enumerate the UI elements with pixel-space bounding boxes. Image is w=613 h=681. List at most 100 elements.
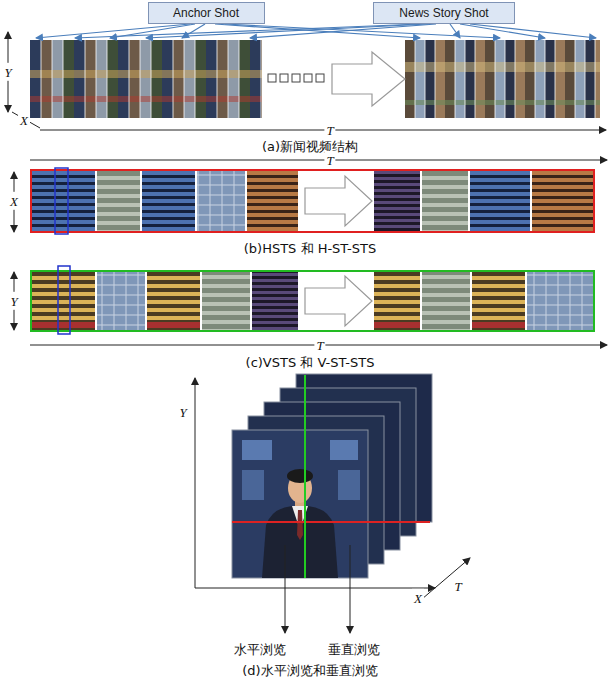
axes-c [14,272,607,345]
hsts-strip-part [97,171,140,231]
vsts-strip-part [422,272,470,330]
frame-strip [30,40,600,118]
frame-stack-part [242,440,272,460]
vsts-strip-part [374,272,420,330]
axis-label: T [316,338,323,353]
axis-label: Y [10,294,17,309]
frame-strip-part [332,52,405,106]
caption-box: (d)水平浏览和垂直浏览 [240,661,379,680]
axis-label-box: X [8,192,20,210]
hsts-strip-part [532,171,593,231]
hsts-strip-part [197,171,245,231]
axis-label-box: T [324,151,335,169]
axis-label-box: T [314,336,325,354]
axes-d [195,378,470,633]
hsts-strip-part [55,168,68,234]
shot-arrows-part [450,24,460,38]
hsts-strip-part [247,171,298,231]
axes-d-part [195,378,196,588]
hsts-strip [31,168,594,234]
vsts-strip-part [472,322,525,328]
frame-stack-part [330,440,358,460]
shot-title: Anchor Shot [173,6,239,20]
frame-stack-part [338,470,360,500]
caption: (d)水平浏览和垂直浏览 [242,663,377,678]
frame-strip-part [405,40,600,118]
caption-box: (c)VSTS 和 V-ST-STS [244,353,377,372]
browse-label-box: 垂直浏览 [326,640,382,659]
hsts-strip-part [32,171,95,231]
axis-label: T [326,153,333,168]
axis-label-box: X [18,111,30,129]
vsts-strip-part [527,272,593,330]
caption-box: (a)新闻视频结构 [260,137,360,156]
frame-strip-part [268,74,276,82]
hsts-strip-part [305,176,372,226]
frame-stack [232,374,432,578]
vsts-strip-part [305,276,372,326]
shot-title: News Story Shot [399,6,488,20]
browse-label-box: 水平浏览 [232,640,288,659]
shot-arrows-part [75,24,420,38]
axes-a-part [12,112,40,128]
frame-stack-part [304,375,306,578]
axis-label: Y [4,65,11,80]
vsts-strip-part [252,272,298,330]
caption-box: (b)HSTS 和 H-ST-STS [242,239,378,258]
frame-strip-part [292,74,300,82]
vsts-strip-part [58,266,70,334]
axis-label: Y [179,405,186,420]
caption: (b)HSTS 和 H-ST-STS [244,241,376,256]
browse-label: 水平浏览 [234,642,286,657]
shot-arrows [36,24,596,38]
browse-label: 垂直浏览 [328,642,380,657]
frame-strip-part [30,40,262,118]
vsts-strip-part [32,322,95,328]
frame-stack-part [262,506,338,578]
axes-d-part [285,545,286,633]
axes-a-part [40,130,606,131]
shot-arrows-part [146,24,428,38]
axis-label: X [10,194,18,209]
frame-stack-part [232,430,368,578]
axes-d-part [195,588,435,589]
axis-label-box: Y [2,63,13,81]
vsts-strip [31,266,594,334]
vsts-strip-part [374,322,420,328]
hsts-strip-part [142,171,195,231]
vsts-strip-part [147,272,200,330]
axes-b-part [30,160,607,161]
axis-label: X [20,113,28,128]
vsts-strip-part [202,272,250,330]
frame-strip-part [304,74,312,82]
hsts-strip-part [31,170,594,232]
axis-label-box: Y [8,292,19,310]
axes-a [8,32,606,130]
frame-stack-part [242,470,264,500]
shot-arrows-part [250,24,436,38]
vsts-strip-part [147,322,200,328]
frame-strip-part [280,74,288,82]
hsts-strip-part [470,171,530,231]
axis-label-box: T [452,577,463,595]
axis-label-box: X [412,589,424,607]
vsts-strip-part [32,272,95,330]
shot-box: News Story Shot [373,2,515,24]
caption: (c)VSTS 和 V-ST-STS [246,355,375,370]
shot-box: Anchor Shot [148,2,265,24]
shot-arrows-part [470,24,596,38]
caption: (a)新闻视频结构 [262,139,358,154]
frame-strip-part [316,74,324,82]
axis-label: T [454,579,461,594]
frame-stack-part [287,469,313,483]
frame-stack-part [232,521,430,523]
axes-b [14,160,607,232]
vsts-strip-part [97,272,145,330]
vsts-strip-part [472,272,525,330]
frame-stack-part [297,510,303,540]
axis-label: X [414,591,422,606]
vsts-strip-part [31,271,594,331]
axes-d-part [350,545,351,633]
